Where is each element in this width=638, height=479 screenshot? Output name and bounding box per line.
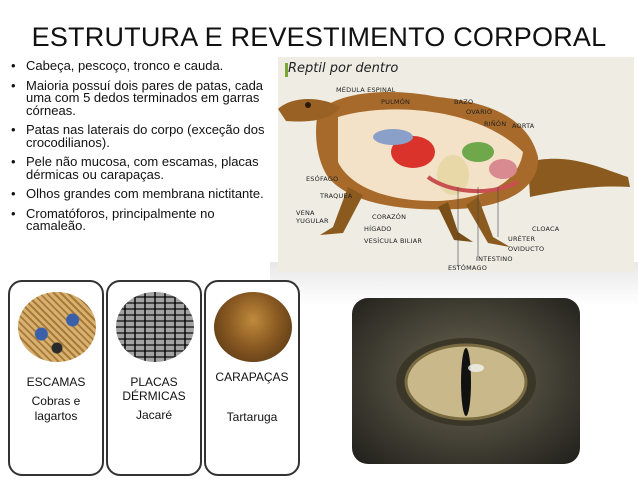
bullet-item: Maioria possuí dois pares de patas, cada… xyxy=(8,79,276,118)
card-escamas: ESCAMAS Cobras e lagartos xyxy=(8,280,104,476)
card-placas-dermicas: PLACAS DÉRMICAS Jacaré xyxy=(106,280,202,476)
label-pulmon: PULMÓN xyxy=(381,98,411,106)
card-title: PLACAS DÉRMICAS xyxy=(122,375,186,403)
reptile-anatomy-diagram: Reptil por dentro MÉDULA ESPINAL PULMÓN … xyxy=(278,57,634,272)
reptile-illustration xyxy=(278,92,630,267)
card-title: ESCAMAS xyxy=(26,375,86,389)
bullet-item: Olhos grandes com membrana nictitante. xyxy=(8,187,276,201)
label-esofago: ESÓFAGO xyxy=(306,175,339,183)
bullet-item: Cabeça, pescoço, tronco e cauda. xyxy=(8,59,276,73)
card-subtitle: Tartaruga xyxy=(226,410,278,424)
bullet-list: Cabeça, pescoço, tronco e cauda. Maioria… xyxy=(8,59,276,240)
scales-image xyxy=(18,292,96,362)
label-ureter: URÉTER xyxy=(508,235,536,243)
tortoise-shell-image xyxy=(214,292,292,362)
label-corazon: CORAZÓN xyxy=(372,213,407,221)
label-aorta: AORTA xyxy=(512,122,535,130)
label-vena: VENA YUGULAR xyxy=(296,209,329,225)
bullet-item: Patas nas laterais do corpo (exceção dos… xyxy=(8,123,276,149)
slide-title: ESTRUTURA E REVESTIMENTO CORPORAL xyxy=(31,22,607,52)
label-medula: MÉDULA ESPINAL xyxy=(336,86,396,94)
diagram-title: Reptil por dentro xyxy=(288,61,399,76)
dermal-plates-image xyxy=(116,292,194,362)
card-title: CARAPAÇAS xyxy=(215,370,289,384)
label-oviducto: OVIDUCTO xyxy=(508,245,545,253)
label-cloaca: CLOACA xyxy=(532,225,560,233)
label-traquea: TRAQUEA xyxy=(320,192,353,200)
label-higado: HÍGADO xyxy=(364,225,392,233)
eye-illustration xyxy=(396,338,536,426)
label-vesicula: VESÍCULA BILIAR xyxy=(364,237,423,245)
bullet-item: Pele não mucosa, com escamas, placas dér… xyxy=(8,155,276,181)
label-intestino: INTESTINO xyxy=(476,255,513,263)
crocodile-eye-image xyxy=(352,298,580,464)
bullet-item: Cromatóforos, principalmente no camaleão… xyxy=(8,207,276,233)
label-bazo: BAZO xyxy=(454,98,474,106)
card-subtitle: Jacaré xyxy=(135,408,173,422)
card-carapacas: CARAPAÇAS Tartaruga xyxy=(204,280,300,476)
label-ovario: OVARIO xyxy=(466,108,493,116)
card-subtitle: Cobras e lagartos xyxy=(31,394,81,423)
label-rinon: RIÑÓN xyxy=(484,120,507,128)
title-accent-bar xyxy=(285,63,288,77)
label-estomago: ESTÓMAGO xyxy=(448,264,488,272)
